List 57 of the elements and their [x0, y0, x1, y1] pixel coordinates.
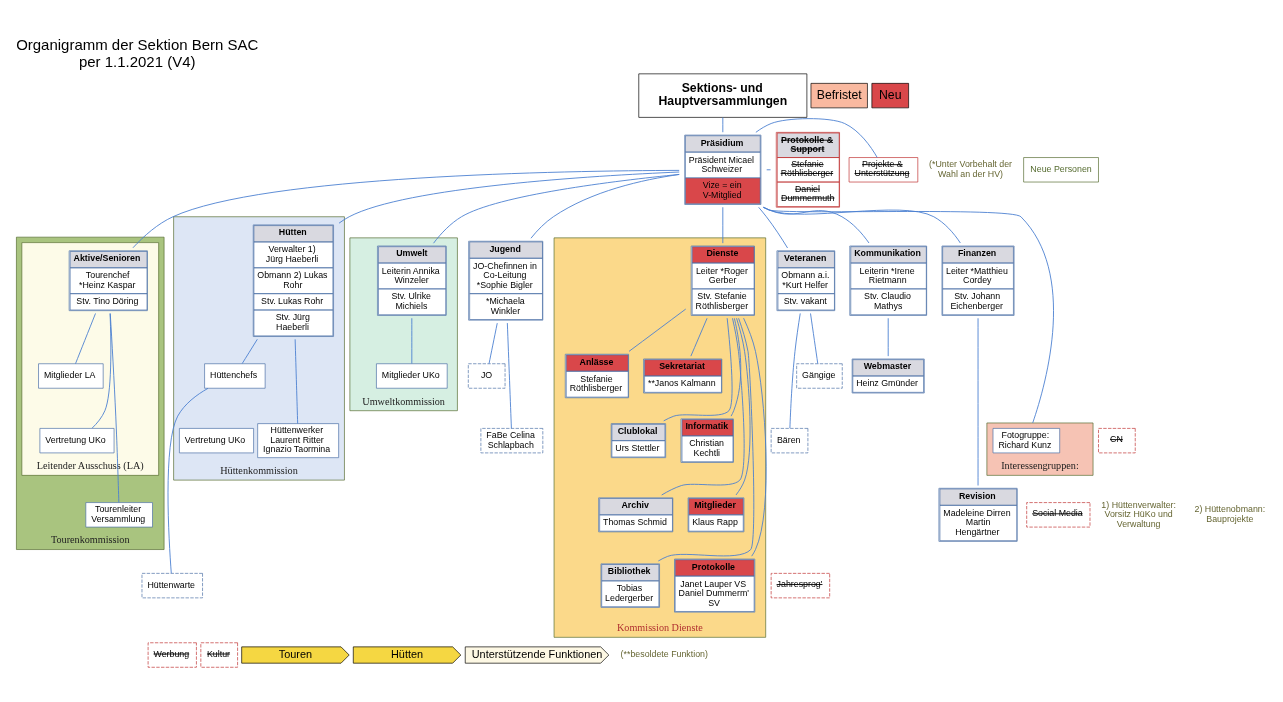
connector	[506, 322, 512, 429]
node-box: Bären	[770, 427, 809, 453]
node-box: Hüttenwerker Laurent Ritter Ignazio Taormina	[257, 422, 339, 458]
node-box: Social Media	[1026, 501, 1091, 527]
connector	[91, 312, 112, 429]
connector	[762, 206, 1054, 423]
node-box: Mitglieder LA	[38, 362, 104, 389]
connector	[758, 206, 788, 248]
connector	[722, 206, 724, 244]
connector	[743, 317, 767, 557]
connector	[132, 169, 680, 248]
connector	[730, 317, 742, 417]
connector	[661, 317, 745, 495]
connector	[628, 308, 687, 352]
legend-label: Befristet	[816, 87, 862, 102]
connector	[338, 171, 680, 224]
node-box: Vertretung UKo	[179, 427, 254, 453]
node-box: Fotogruppe: Richard Kunz	[992, 427, 1061, 453]
connector	[411, 317, 413, 364]
node-box: Kultur	[200, 641, 238, 668]
node-box: Hüttenwarte	[141, 572, 203, 598]
node-box: CN	[1098, 427, 1136, 453]
node-box: JO	[467, 362, 506, 389]
connector	[735, 317, 751, 495]
connector	[887, 317, 889, 357]
connector	[75, 312, 96, 364]
connector	[766, 168, 771, 170]
node-box: Gängige	[796, 362, 843, 389]
label: 1) Hüttenverwalter: Vorsitz HüKo und Verwaltung	[1101, 499, 1176, 529]
connector	[663, 317, 733, 421]
label: (*Unter Vorbehalt der Wahl an der HV)	[929, 158, 1013, 179]
node-box: Mitglieder UKo	[376, 362, 448, 389]
connector	[722, 116, 724, 133]
legend-label: Neu	[879, 87, 902, 102]
legend-label: Neue Personen	[1030, 163, 1092, 174]
node-box: Jahresprog'	[770, 572, 830, 598]
node-box: Vertretung UKo	[39, 427, 115, 453]
label: 2) Hüttenobmann: Bauprojekte	[1194, 503, 1266, 524]
connector	[488, 322, 498, 364]
node-box: FaBe Celina Schlapbach	[480, 427, 544, 453]
connector	[241, 338, 258, 364]
connector	[109, 312, 120, 503]
node-box: Projekte & Unterstützung	[848, 156, 919, 182]
connector	[690, 317, 708, 357]
connector	[657, 317, 755, 561]
connector	[167, 387, 209, 574]
node-box: Tourenleiter Versammlung	[85, 501, 153, 527]
node-box: Sektions- und Hauptversammlungen	[638, 73, 808, 118]
connector	[810, 312, 819, 364]
diagram-title: Organigramm der Sektion Bern SAC per 1.1.2021 (V4)	[16, 35, 259, 70]
connector	[789, 312, 801, 429]
connector	[530, 173, 680, 239]
connector	[433, 173, 680, 244]
connector	[294, 338, 299, 424]
label: (**besoldete Funktion)	[620, 648, 708, 659]
node-box: Werbung	[147, 641, 197, 668]
node-box: Hüttenchefs	[204, 362, 266, 389]
